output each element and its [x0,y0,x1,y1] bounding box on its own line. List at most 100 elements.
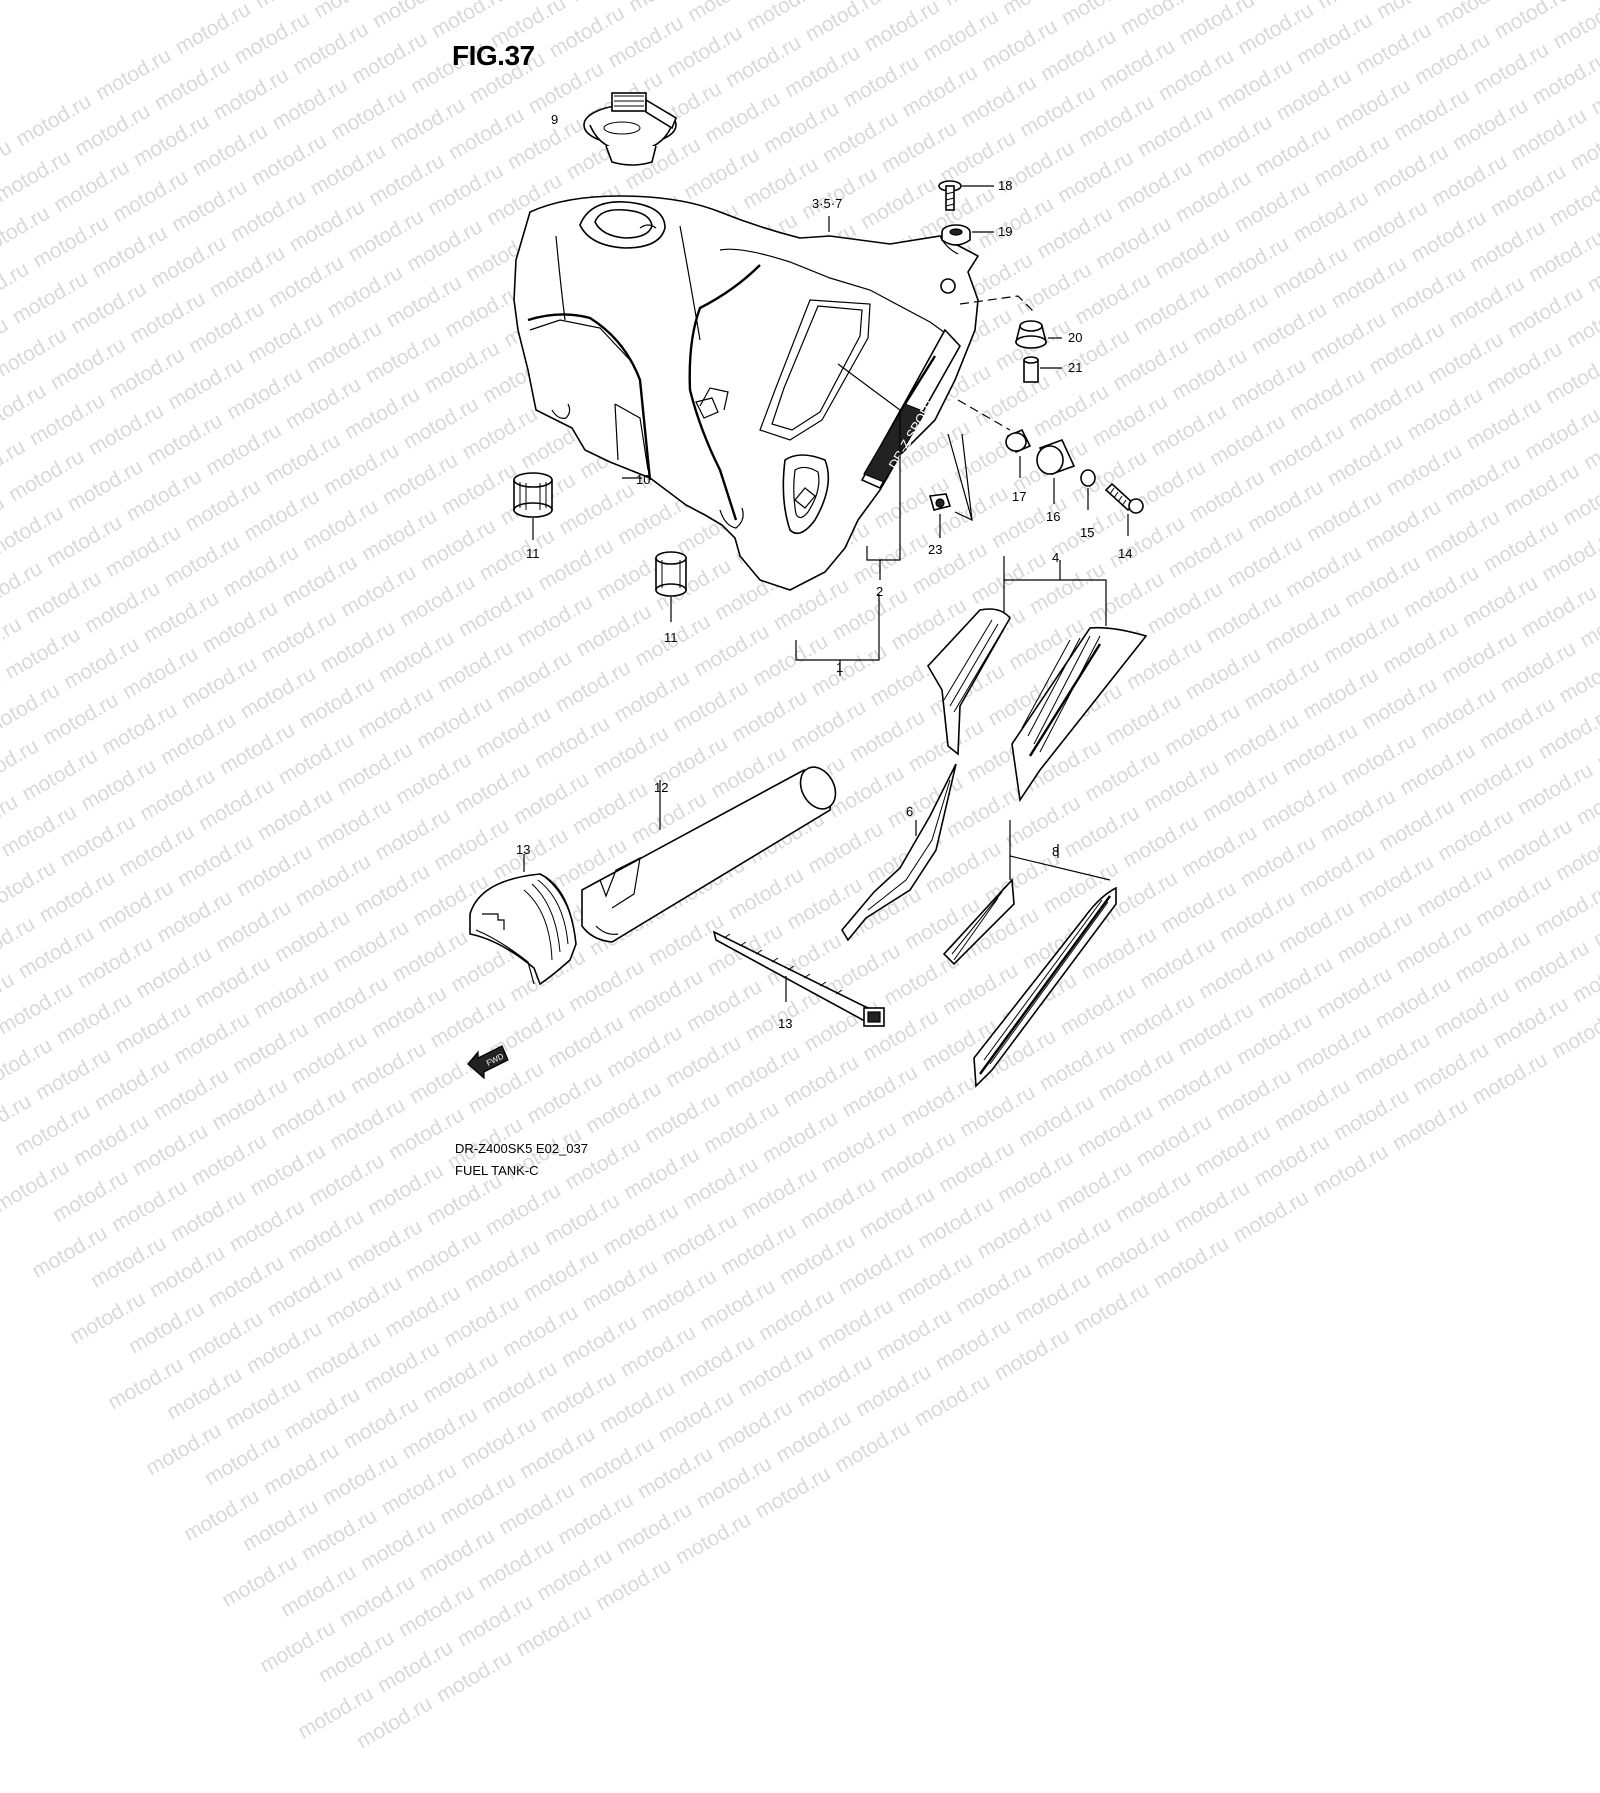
protector-part-14[interactable] [581,761,842,943]
watermark-text: motod.ru [612,1498,696,1560]
watermark-text: motod.ru [872,1304,956,1366]
watermark-text: motod.ru [380,1280,465,1343]
tank-leader-lines [614,216,901,676]
watermark-text: motod.ru [893,1248,977,1310]
watermark-text: motod.ru [314,1626,399,1688]
figure-name: FUEL TANK-C [455,1163,539,1178]
figure-title: FIG.37 [452,40,535,71]
spacer-part-17[interactable] [1036,438,1076,504]
bolt-part-19[interactable] [938,180,994,211]
callout-23: 23 [928,542,942,557]
watermark-text: motod.ru [477,1356,562,1418]
cushion-part-11-upper[interactable] [513,472,553,540]
watermark-text: motod.ru [293,1682,378,1744]
watermark-text: motod.ru [179,1484,264,1547]
watermark-text: motod.ru [512,1600,596,1662]
watermark-text: motod.ru [439,1290,524,1353]
watermark-text: motod.ru [830,1416,915,1478]
cushion-part-11-lower[interactable] [655,551,687,622]
watermark-text: motod.ru [342,1215,427,1277]
watermark-text: motod.ru [616,1320,700,1382]
bracket-leader-lines [947,295,1037,522]
watermark-text: motod.ru [813,1294,897,1356]
watermark-text: motod.ru [633,1442,717,1504]
washer-part-16[interactable] [1080,469,1096,510]
watermark-text: motod.ru [591,1554,676,1616]
collar-part-22[interactable] [1023,356,1062,383]
callout-13: 13 [778,1016,792,1031]
watermark-text: motod.ru [658,1208,742,1271]
watermark-text: motod.ru [931,1314,1015,1376]
watermark-text: motod.ru [124,1297,209,1359]
fuel-cap-part-9[interactable] [583,92,677,166]
watermark-text: motod.ru [637,1264,721,1326]
protector-part-10[interactable] [614,403,649,471]
cushion-part-21[interactable] [1014,320,1062,349]
callout-17: 16 [1046,509,1060,524]
fuel-tank-part-1[interactable]: DR-Z SPORT [513,195,980,591]
watermark-text: motod.ru [280,1382,364,1445]
watermark-text: motod.ru [775,1228,859,1290]
watermark-text: motod.ru [432,1646,516,1708]
watermark-text: motod.ru [532,1544,617,1606]
figure-code: DR-Z400SK5 E02_037 [455,1141,588,1156]
watermark-text: motod.ru [792,1350,877,1412]
watermark-text: motod.ru [474,1534,558,1596]
watermark-text: motod.ru [401,1224,486,1287]
watermark-text: motod.ru [339,1392,423,1455]
callout-1: 1 [836,660,843,675]
emblem-set-part-4[interactable] [927,556,1148,803]
watermark-text: motod.ru [200,1428,285,1491]
washer-part-20[interactable] [941,224,994,246]
callout-15: 14 [1118,546,1132,561]
callout-21: 20 [1068,330,1082,345]
watermark-text: motod.ru [734,1340,818,1402]
callout-19: 18 [998,178,1012,193]
watermark-text: motod.ru [255,1616,340,1678]
cushion-part-18[interactable] [1005,428,1032,478]
nut-part-23[interactable] [928,493,952,538]
callout-6: 6 [906,804,913,819]
watermark-text: motod.ru [553,1488,638,1550]
watermark-text: motod.ru [263,1261,347,1323]
watermark-text: motod.ru [335,1570,419,1632]
callout-12: 13 [516,842,530,857]
watermark-text: motod.ru [578,1254,662,1317]
callout-2: 2 [876,584,883,599]
watermark-text: motod.ru [910,1370,994,1432]
watermark-text: motod.ru [238,1494,323,1556]
watermark-text: motod.ru [436,1468,520,1530]
watermark-text: motod.ru [284,1205,368,1267]
watermark-text: motod.ru [398,1402,482,1464]
watermark-text: motod.ru [1031,1212,1116,1274]
watermark-text: motod.ru [973,1202,1057,1264]
watermark-text: motod.ru [696,1274,780,1336]
callout-9: 9 [551,112,558,127]
watermark-text: motod.ru [754,1284,839,1346]
watermark-text: motod.ru [225,1195,309,1257]
callout-11-upper: 11 [526,546,540,561]
exploded-view-diagram: DR-Z SPORT [467,92,1148,1088]
clamp-part-13[interactable] [712,930,885,1028]
watermark-text: motod.ru [1149,1232,1233,1294]
callout-16: 15 [1080,525,1094,540]
emblem-part-6[interactable] [841,763,957,942]
watermark-text: motod.ru [242,1316,326,1379]
emblem-set-part-8[interactable] [942,820,1117,1088]
watermark-text: motod.ru [519,1244,603,1307]
bolt-part-15[interactable] [1104,482,1144,536]
callout-11-lower: 11 [664,630,678,645]
watermark-text: motod.ru [276,1560,361,1622]
watermark-text: motod.ru [851,1360,935,1422]
watermark-text: motod.ru [360,1336,444,1399]
watermark-text: motod.ru [834,1238,918,1300]
watermark-text: motod.ru [990,1324,1074,1386]
callout-14: 12 [654,780,668,795]
watermark-text: motod.ru [1090,1222,1174,1284]
watermark-text: motod.ru [460,1234,544,1297]
watermark-text: motod.ru [713,1396,797,1458]
protector-part-12[interactable] [469,854,577,986]
watermark-text: motod.ru [145,1241,229,1303]
watermark-text: motod.ru [418,1346,503,1409]
callout-20: 19 [998,224,1012,239]
